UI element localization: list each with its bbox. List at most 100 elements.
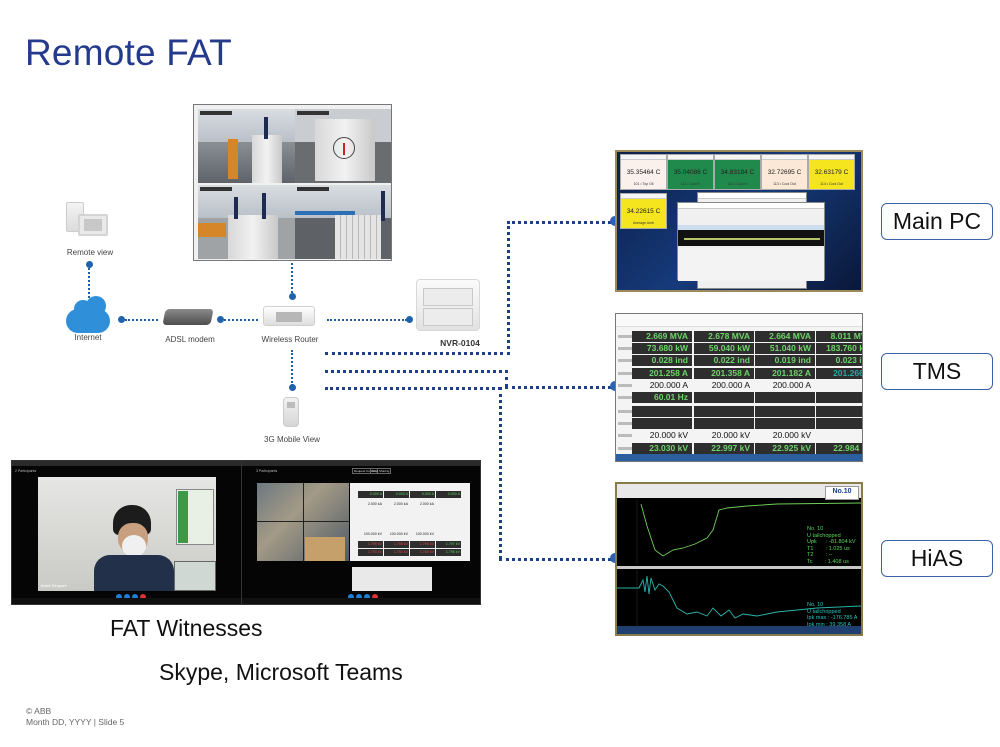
connector-modem-router	[224, 319, 258, 321]
measurement-cell: 59.040 kW	[694, 343, 754, 354]
row-label	[618, 410, 632, 413]
taskbar	[617, 626, 861, 634]
measurement-cell: 20.000 kV	[649, 430, 688, 440]
connector-router-tms-v	[505, 370, 508, 387]
copyright: © ABB	[26, 706, 52, 716]
shared-camera-grid	[257, 483, 349, 561]
video-toggle-button[interactable]	[116, 594, 122, 600]
shared-measurement-cell: 1.789 kV	[410, 549, 435, 556]
measurement-cell: 183.760 kW	[816, 343, 862, 354]
share-button[interactable]	[364, 594, 370, 600]
participant-name: Jirabit Sirapark	[40, 583, 67, 588]
measurement-cell: 0.023 ind	[816, 355, 862, 366]
connector-node	[217, 316, 224, 323]
main-pc-label: Main PC	[881, 203, 993, 240]
slide-title: Remote FAT	[25, 32, 232, 73]
taskbar	[616, 454, 862, 461]
measurement-cell	[755, 406, 815, 417]
data-acquisition-window[interactable]	[677, 202, 825, 281]
video-call-skype: 2 Participants Jirabit Sirapark	[11, 460, 243, 605]
measurement-cell	[694, 418, 754, 429]
hang-up-button[interactable]	[372, 594, 378, 600]
date-slide-number: Month DD, YYYY | Slide 5	[26, 717, 125, 727]
row-label	[618, 335, 632, 338]
witnesses-caption: FAT Witnesses	[110, 615, 263, 641]
slide-footer: © ABB Month DD, YYYY | Slide 5	[26, 706, 124, 728]
measurement-cell	[816, 380, 862, 391]
hias-screenshot: No.10 No. 10 U tailchopped Upk : -81.804…	[615, 482, 863, 636]
row-label	[618, 372, 632, 375]
current-waveform	[617, 575, 861, 619]
video-toggle-button[interactable]	[348, 594, 354, 600]
hang-up-button[interactable]	[140, 594, 146, 600]
shared-measurement-cell: 2.000 kA	[419, 502, 434, 506]
measurement-cell	[694, 406, 754, 417]
shared-measurement-cell: 1.796 kV	[410, 541, 435, 548]
shared-measurement-cell: 1.792 kV	[384, 549, 409, 556]
row-label	[618, 384, 632, 387]
shared-measurement-cell: 0.000 A	[410, 491, 435, 498]
share-button[interactable]	[132, 594, 138, 600]
measurement-cell: 22.925 kV	[755, 443, 815, 454]
hias-label: HiAS	[881, 540, 993, 577]
connector-node	[406, 316, 413, 323]
shared-measurement-cell: 0.000 A	[436, 491, 461, 498]
camera-grid-screenshot	[193, 104, 392, 261]
measurement-cell	[632, 406, 692, 417]
nvr-device-icon	[416, 279, 480, 331]
tms-label: TMS	[881, 353, 993, 390]
shared-measurement-cell: 1.793 kV	[358, 549, 383, 556]
adsl-modem-icon	[162, 309, 214, 325]
voltage-waveform	[640, 502, 861, 557]
voltage-info-readout: No. 10 U tailchopped Upk : -81.804 kV T1…	[807, 526, 856, 565]
connector-router-tms-h	[325, 370, 508, 373]
taskbar	[12, 598, 242, 604]
current-info-readout: No. 10 U tailchopped Ipk max : -176.785 …	[807, 602, 858, 628]
measurement-cell: 23.030 kV	[632, 443, 692, 454]
connector-router-mainpc-h	[325, 352, 510, 355]
measurement-cell: 0.019 ind	[755, 355, 815, 366]
participant-video: Jirabit Sirapark	[38, 477, 216, 591]
video-call-teams: 3 Participants Request Control Stop Shar…	[241, 460, 481, 605]
request-control-button[interactable]: Request Control	[352, 468, 378, 474]
measurement-cell	[755, 392, 815, 403]
measurement-cell	[816, 406, 862, 417]
self-view-video	[174, 561, 216, 591]
quick-graph-strip	[678, 230, 824, 246]
mobile-view-label: 3G Mobile View	[264, 435, 320, 444]
wireless-router-label: Wireless Router	[261, 335, 319, 344]
shared-measurement-cell: 100.000 kV	[415, 532, 434, 536]
measurement-cell: 201.182 A	[755, 368, 815, 379]
mobile-phone-icon	[283, 397, 299, 427]
internet-label: Internet	[74, 333, 102, 342]
participants-label: 2 Participants	[15, 469, 37, 473]
connector-router-mobile	[291, 350, 293, 386]
measurement-cell: 0.028 ind	[632, 355, 692, 366]
connector-remote-internet	[88, 268, 90, 302]
stop-sharing-button[interactable]: Stop Sharing	[370, 468, 392, 474]
tms-toolbar	[616, 314, 862, 327]
measurement-cell: 8.011 MVA	[816, 331, 862, 342]
mic-toggle-button[interactable]	[124, 594, 130, 600]
measurement-cell: 200.000 A	[711, 380, 750, 390]
connector-node	[289, 384, 296, 391]
measurement-cell: 22.984 kV	[816, 443, 862, 454]
remote-view-label: Remote view	[66, 248, 114, 257]
shared-measurement-cell: 0.000 A	[358, 491, 383, 498]
row-label	[618, 447, 632, 450]
connector-router-mainpc-v	[507, 221, 510, 355]
measurement-cell: 51.040 kW	[755, 343, 815, 354]
mic-toggle-button[interactable]	[356, 594, 362, 600]
row-label	[618, 347, 632, 350]
record-number-badge: No.10	[825, 486, 859, 500]
row-label	[618, 422, 632, 425]
shared-measurement-cell: 1.797 kV	[436, 541, 461, 548]
